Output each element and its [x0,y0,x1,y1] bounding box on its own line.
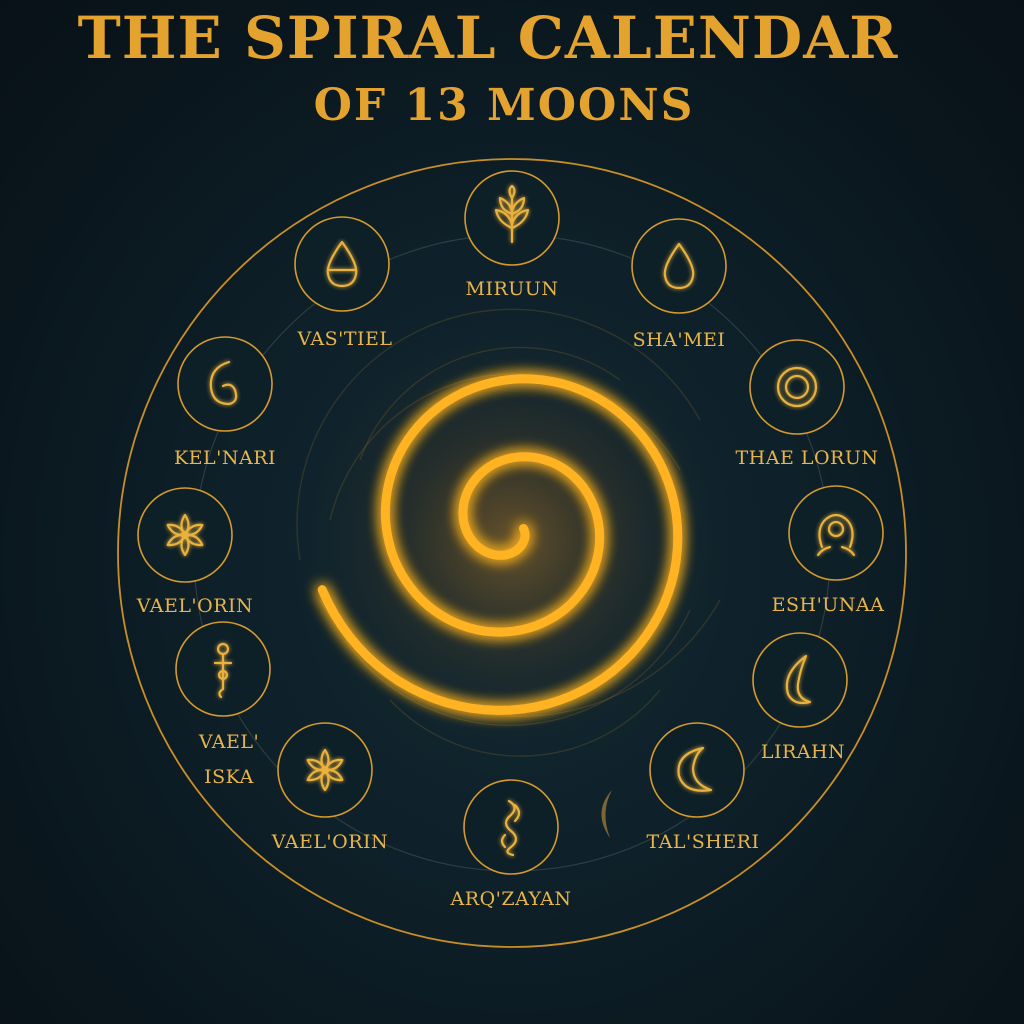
sprout-icon [494,184,530,244]
medallion-ring [752,632,848,728]
concentric-circles-icon [776,366,818,408]
moon-medallion-8: VAEL'ORIN [271,722,388,853]
beaded-staff-icon [213,642,233,699]
moon-label-line-2: ISKA [204,766,254,788]
crescent-moon-icon [677,746,713,792]
moon-label: ESH'UNAA [772,594,885,616]
moon-medallion-2: SHA'MEI [631,218,727,351]
moon-medallion-6: TAL'SHERI [647,722,760,853]
moon-label: VAEL'ORIN [271,831,388,853]
small-crescent-decoration [601,790,612,838]
moon-label: VAS'TIEL [296,328,392,350]
moon-medallion-9: VAEL' ISKA [175,621,271,788]
omega-loop-icon [816,513,856,557]
medallion-ring [788,485,884,581]
outer-ring [117,158,907,948]
moon-medallion-4: ESH'UNAA [772,485,885,616]
moon-label: LIRAHN [761,741,845,763]
moon-medallion-5: LIRAHN [752,632,848,763]
moon-medallion-11: KEL'NARI [174,336,276,469]
medallion-ring [463,779,559,875]
moon-medallion-10: VAEL'ORIN [136,487,253,617]
water-drop-icon [663,242,695,290]
moon-label: VAEL'ORIN [136,595,253,617]
moon-label: THAE LORUN [735,447,878,469]
moon-label: TAL'SHERI [647,831,760,853]
moon-label: VAEL' [198,731,259,753]
medallion-ring [177,336,273,432]
moon-medallion-7: ARQ'ZAYAN [450,779,572,910]
moon-medallion-3: THAE LORUN [735,339,878,469]
medallion-ring [631,218,727,314]
medallion-ring [294,216,390,312]
title-line-2: OF 13 MOONS [313,80,695,131]
glowing-spiral [317,374,683,715]
seed-curl-icon [209,360,238,406]
six-petal-flower-icon [306,748,344,792]
flame-crescent-icon [785,654,812,705]
medallion-ring [649,722,745,818]
half-filled-drop-icon [326,240,358,288]
medallion-ring [749,339,845,435]
moon-medallion-1: MIRUUN [464,170,560,300]
moon-label: MIRUUN [466,278,559,300]
moon-label: KEL'NARI [174,447,276,469]
serpent-wave-icon [500,799,521,857]
moon-medallions: MIRUUN SHA'MEI THAE LORUN ESH'UNAA LIRAHN TAL… [136,170,885,910]
moon-label: SHA'MEI [633,329,726,351]
moon-medallion-12: VAS'TIEL [294,216,392,350]
moon-label: ARQ'ZAYAN [450,888,572,910]
lotus-flower-icon [166,513,204,557]
title-line-1: THE SPIRAL CALENDAR [77,4,899,72]
